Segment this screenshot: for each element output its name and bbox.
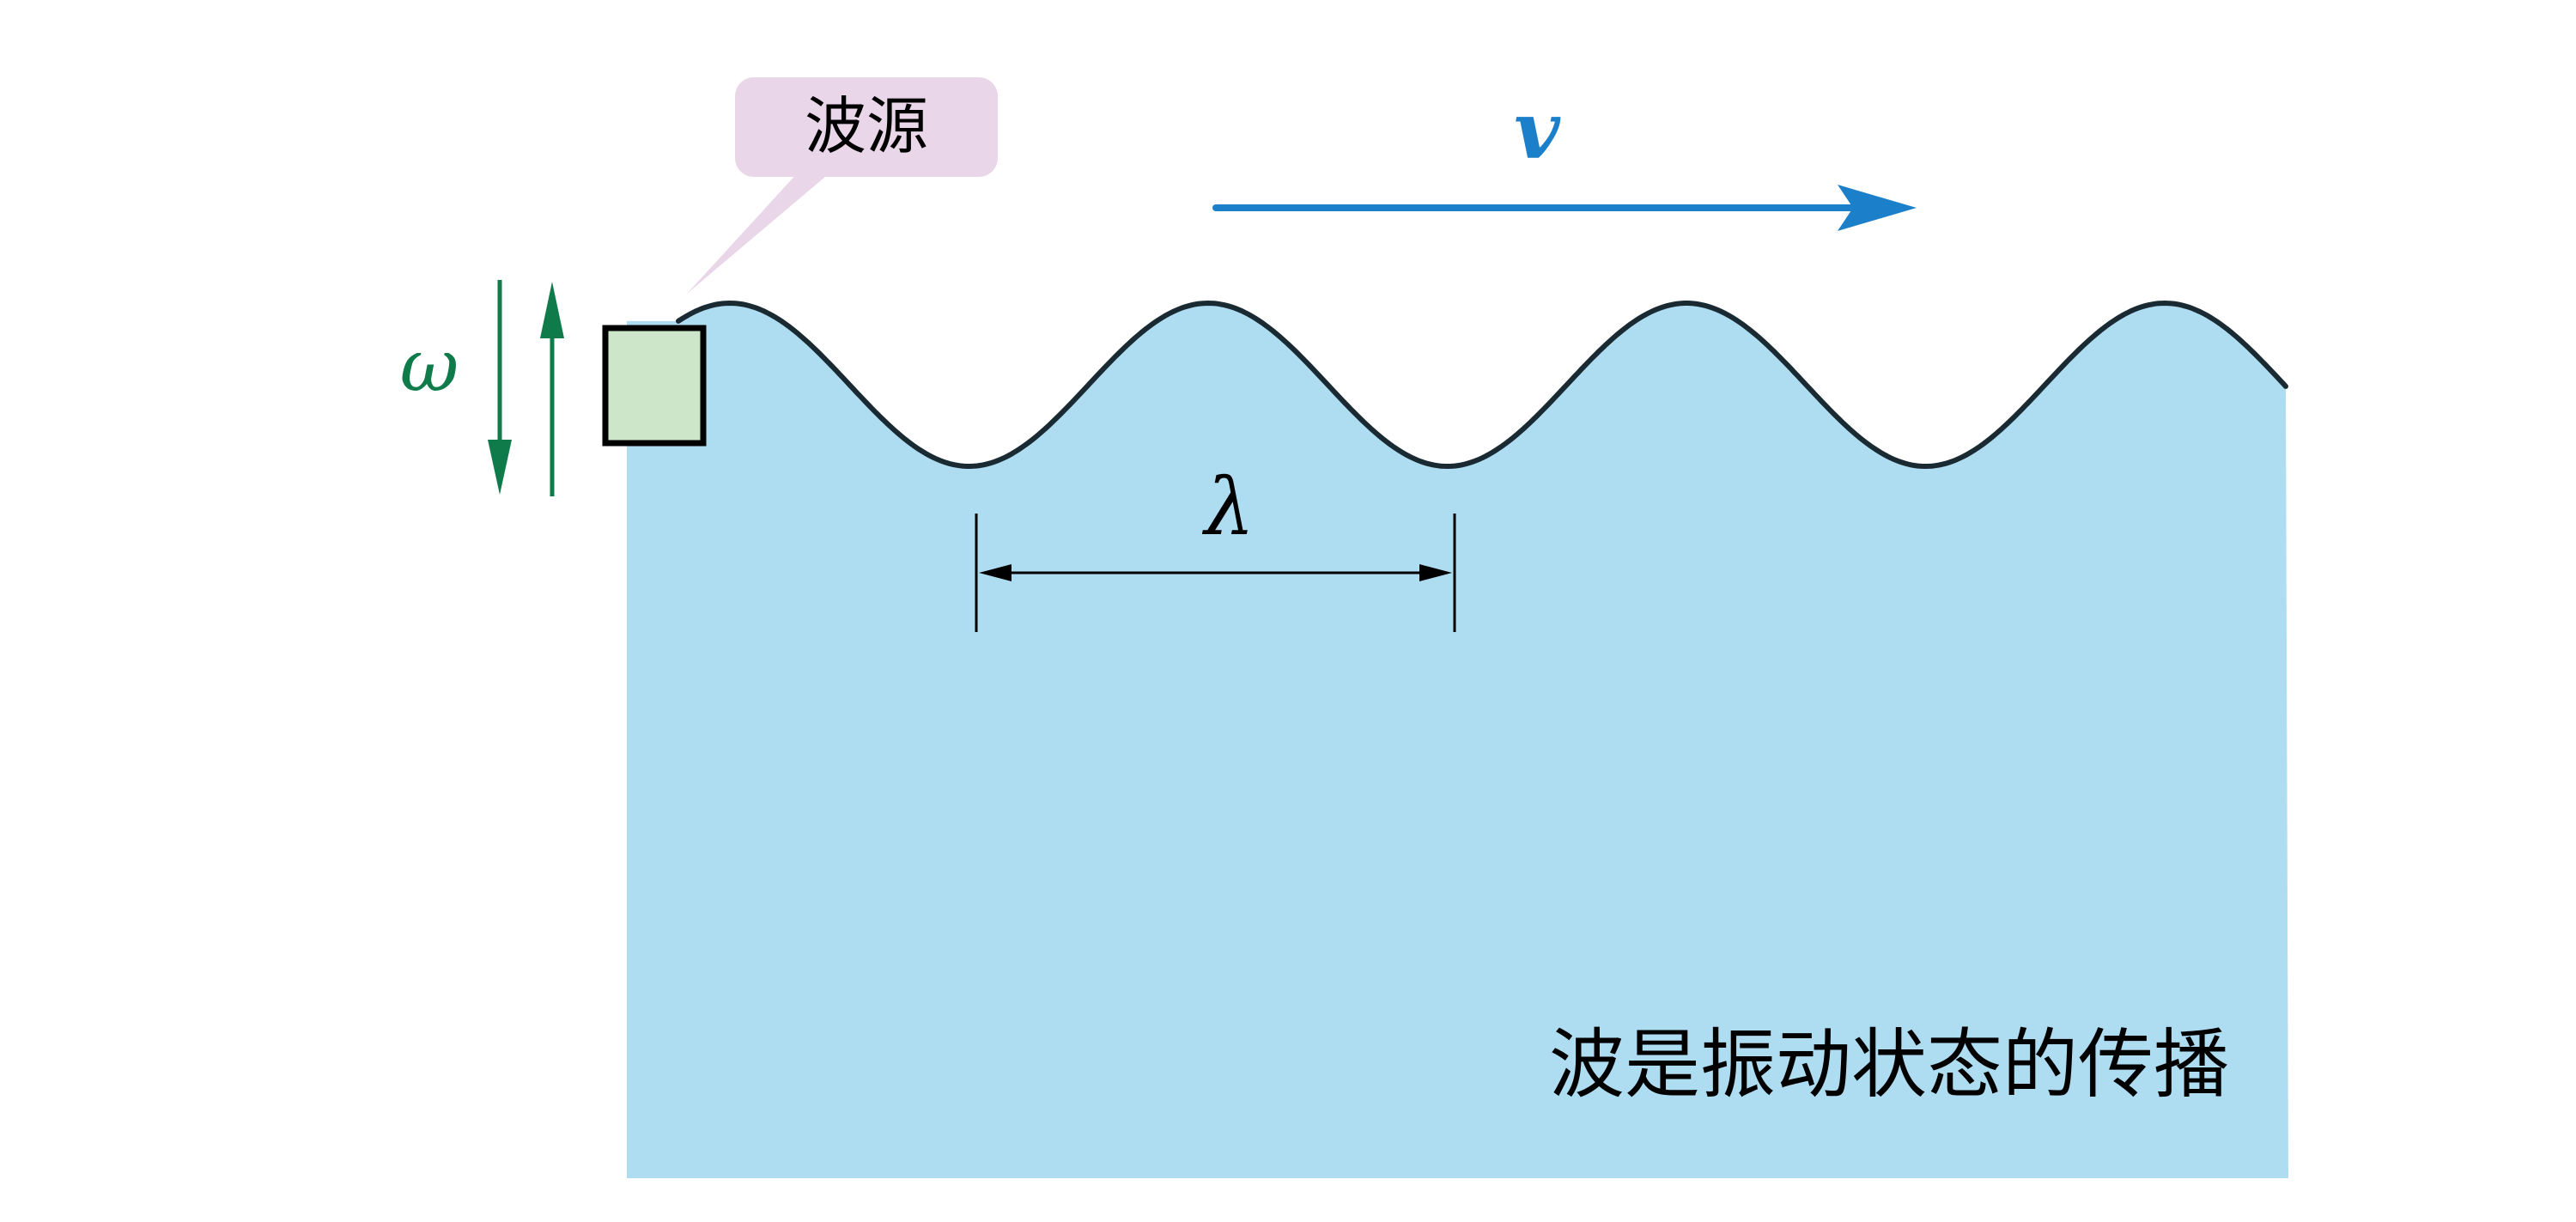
water-body	[627, 303, 2288, 1178]
source-callout: 波源	[687, 77, 998, 294]
angular-frequency-label: ω	[400, 324, 459, 408]
down-arrowhead	[488, 440, 512, 495]
wave-source-block	[602, 325, 707, 447]
velocity-label: v	[1514, 84, 1561, 177]
wavelength-label: λ	[1201, 461, 1255, 553]
wavelength-right-arrowhead	[1419, 564, 1452, 581]
wavelength-left-arrowhead	[979, 564, 1012, 581]
source-label: 波源	[805, 90, 928, 162]
right-arrow-icon	[1212, 185, 1917, 231]
up-arrowhead	[540, 282, 564, 338]
callout-pointer	[687, 172, 831, 294]
caption: 波是振动状态的传播	[1549, 1020, 2229, 1109]
callout-box	[735, 77, 998, 177]
dimension-arrow-icon	[975, 514, 1456, 632]
wave-surface-line	[676, 300, 2288, 470]
velocity-arrowhead	[1838, 185, 1917, 231]
up-down-arrows-icon	[488, 280, 564, 496]
